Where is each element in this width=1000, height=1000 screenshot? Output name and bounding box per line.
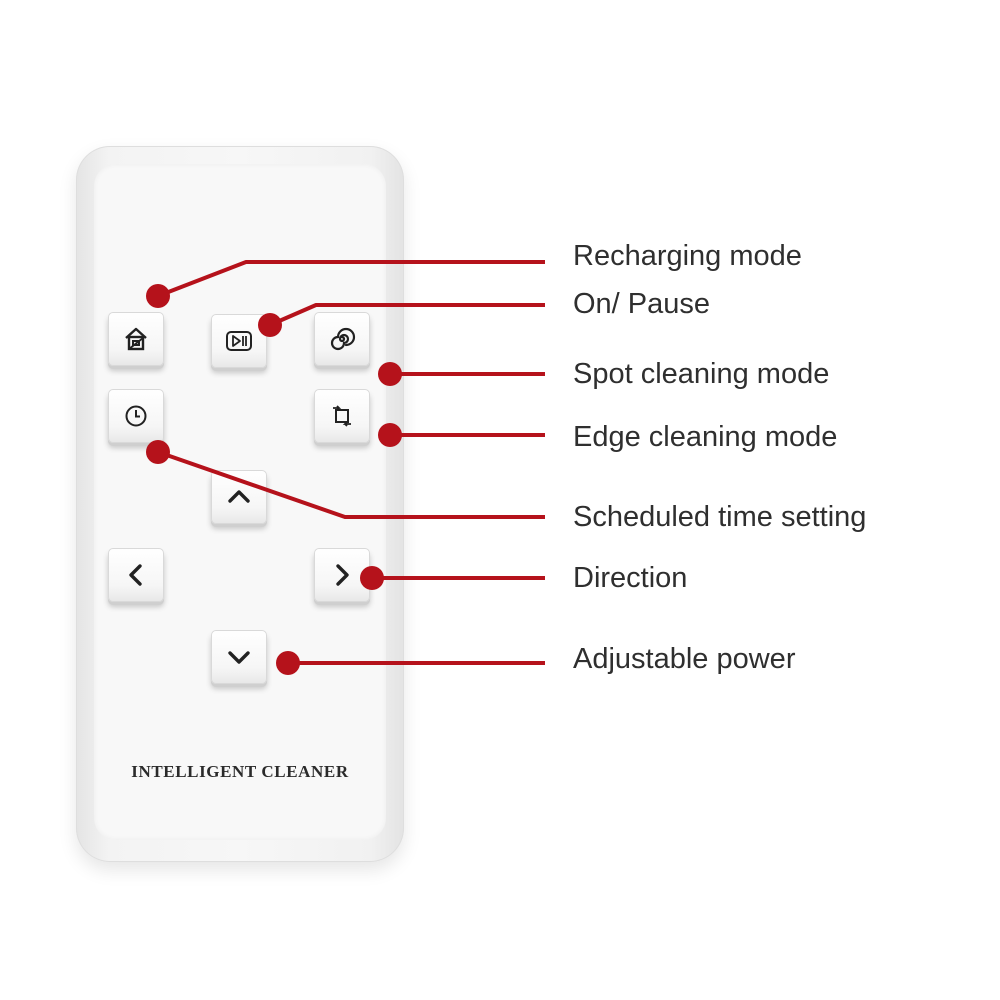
- edge-button[interactable]: [314, 389, 370, 443]
- clock-icon: [125, 405, 147, 427]
- left-button[interactable]: [108, 548, 164, 602]
- label-edge-cleaning-mode: Edge cleaning mode: [573, 421, 838, 453]
- label-recharging-mode: Recharging mode: [573, 240, 802, 272]
- home-icon: [125, 327, 147, 351]
- clock-button[interactable]: [108, 389, 164, 443]
- edge-icon: [333, 405, 351, 427]
- label-spot-cleaning-mode: Spot cleaning mode: [573, 358, 830, 390]
- label-scheduled-time-setting: Scheduled time setting: [573, 501, 867, 533]
- chevron-down-icon: [228, 651, 250, 664]
- label-adjustable-power: Adjustable power: [573, 643, 796, 675]
- up-button[interactable]: [211, 470, 267, 524]
- home-button[interactable]: [108, 312, 164, 366]
- play-pause-icon: [226, 331, 252, 351]
- right-button[interactable]: [314, 548, 370, 602]
- label-on-pause: On/ Pause: [573, 288, 711, 320]
- label-direction: Direction: [573, 562, 688, 594]
- chevron-left-icon: [129, 564, 142, 586]
- spiral-button[interactable]: [314, 312, 370, 366]
- brand-label: INTELLIGENT CLEANER: [131, 762, 349, 781]
- play-pause-button[interactable]: [211, 314, 267, 368]
- spiral-icon: [330, 327, 356, 351]
- chevron-up-icon: [228, 490, 250, 503]
- down-button[interactable]: [211, 630, 267, 684]
- chevron-right-icon: [336, 564, 349, 586]
